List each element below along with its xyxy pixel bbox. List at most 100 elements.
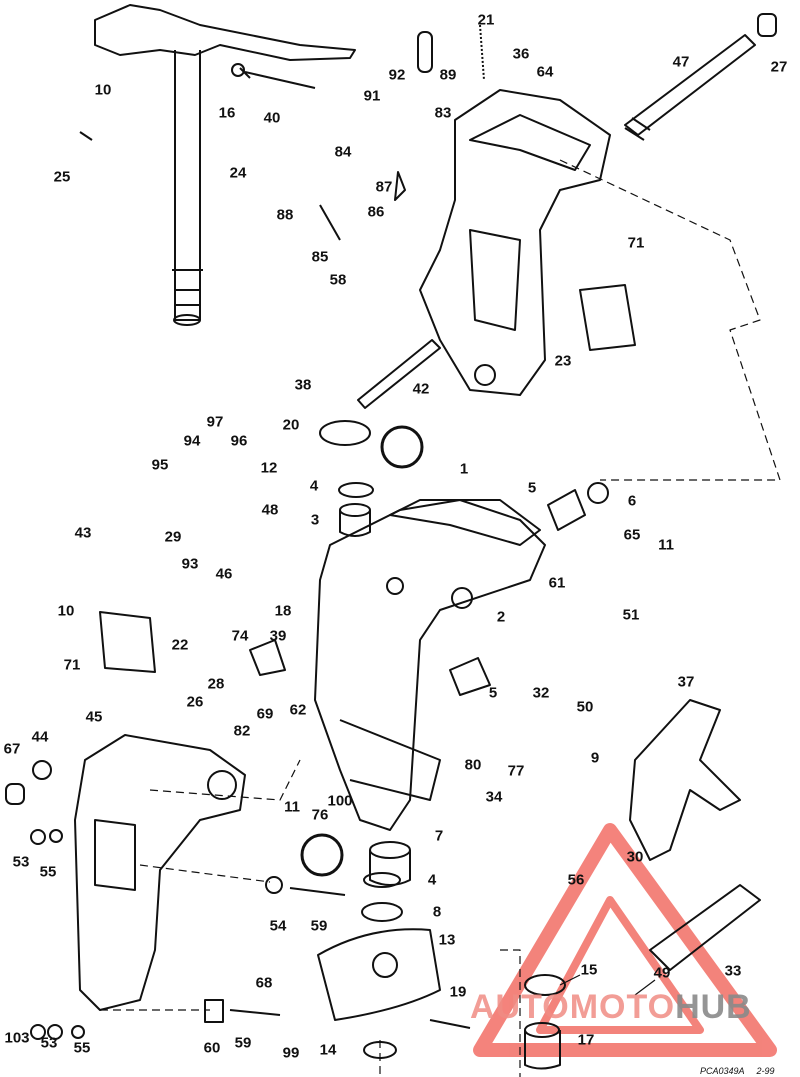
part-label: 76 [311,806,329,824]
diagram-date: 2-99 [756,1066,775,1076]
part-label: 71 [63,656,81,674]
part-label: 5 [527,479,537,497]
part-label: 85 [311,248,329,266]
part-label: 83 [434,104,452,122]
part-label: 1 [459,460,469,478]
part-label: 37 [677,673,695,691]
part-label: 40 [263,109,281,127]
part-label: 7 [434,827,444,845]
part-label: 82 [233,722,251,740]
part-label: 69 [256,705,274,723]
part-label: 91 [363,87,381,105]
part-label: 95 [151,456,169,474]
watermark-text-1: AUTOMOTO [470,988,676,1026]
part-label: 103 [4,1029,30,1047]
part-label: 36 [512,45,530,63]
part-label: 21 [477,11,495,29]
washer-16 [231,63,245,77]
diagram-code: PCA0349A [700,1066,745,1076]
part-label: 84 [334,143,352,161]
bushing-4b [363,872,401,888]
part-label: 18 [274,602,292,620]
part-label: 55 [73,1039,91,1057]
part-label: 74 [231,627,249,645]
part-label: 30 [626,848,644,866]
part-label: 44 [31,728,49,746]
part-label: 15 [580,961,598,979]
part-label: 89 [439,66,457,84]
leader-lines [559,974,656,996]
part-label: 49 [653,964,671,982]
part-label: 97 [206,413,224,431]
nut-27 [757,13,777,37]
part-label: 53 [40,1034,58,1052]
part-label: 9 [590,749,600,767]
part-label: 93 [181,555,199,573]
part-label: 20 [282,416,300,434]
part-label: 92 [388,66,406,84]
steering-arm-shaft [94,4,356,326]
arm-37 [629,699,741,861]
swivel-bracket-upper [419,89,611,396]
part-label: 96 [230,432,248,450]
part-label: 55 [39,863,57,881]
part-label: 94 [183,432,201,450]
swivel-bracket-center [314,499,546,831]
pin-25 [79,131,93,141]
part-label: 27 [770,58,788,76]
part-label: 54 [269,917,287,935]
washer-20 [319,420,371,446]
pin-42 [357,339,441,409]
bolt-59 [289,887,346,896]
part-label: 19 [449,983,467,1001]
part-label: 24 [229,164,247,182]
spring-36 [479,24,485,81]
part-label: 59 [234,1034,252,1052]
watermark-text-2: HUB [675,988,752,1026]
plate-22 [99,611,156,673]
part-label: 29 [164,528,182,546]
part-label: 22 [171,636,189,654]
part-label: 3 [310,511,320,529]
bushing-17 [524,1030,561,1070]
part-label: 33 [724,962,742,980]
part-label: 28 [207,675,225,693]
part-label: 68 [255,974,273,992]
bolt-59b [229,1009,281,1016]
part-label: 10 [94,81,112,99]
part-label: 48 [261,501,279,519]
part-label: 26 [186,693,204,711]
tube-33 [649,884,761,971]
detail-callout-4 [380,425,424,469]
part-label: 42 [412,380,430,398]
part-label: 53 [12,853,30,871]
nut-44 [32,760,52,780]
part-label: 67 [3,740,21,758]
part-label: 14 [319,1041,337,1059]
part-label: 12 [260,459,278,477]
tube-47 [624,34,756,136]
part-label: 17 [577,1031,595,1049]
part-label: 11 [658,536,674,554]
part-23 [579,284,636,351]
assembly-lines [100,159,781,1077]
washer-54 [265,876,283,894]
clamp-bracket-45 [74,734,246,1011]
bushing-5 [547,489,586,531]
washer-6 [587,482,609,504]
part-label: 77 [507,762,525,780]
part-label: 39 [269,627,287,645]
part-label: 43 [74,524,92,542]
part-label: 23 [554,352,572,370]
part-label: 88 [276,206,294,224]
bushing-5b [449,657,491,696]
part-label: 4 [309,477,319,495]
part-label: 62 [289,701,307,719]
part-label: 45 [85,708,103,726]
bushing-15 [524,974,566,996]
bolt-19 [429,1019,471,1029]
diagram-footer: PCA0349A 2-99 [700,1066,787,1076]
part-21 [417,31,433,73]
plate-60 [204,999,224,1023]
